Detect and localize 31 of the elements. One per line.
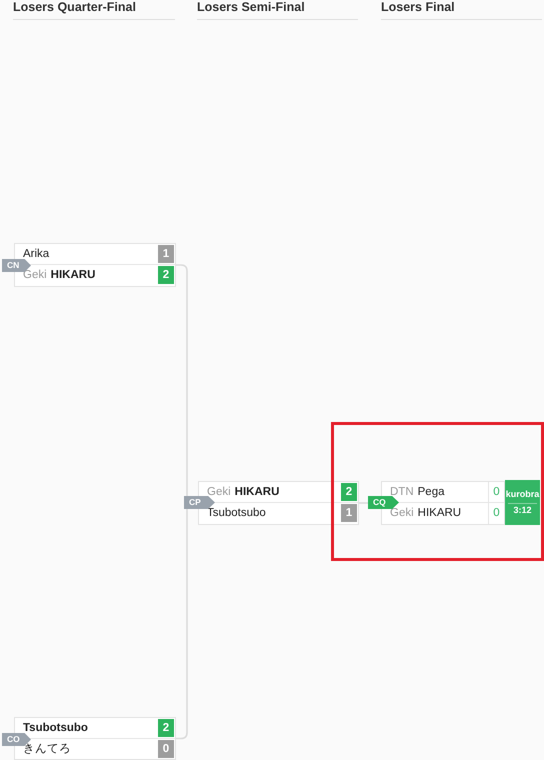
- player-name: きんてろ: [23, 743, 71, 755]
- score-cell: 2: [341, 483, 357, 501]
- match-tag: CQ: [368, 496, 399, 509]
- match-tag: CP: [184, 496, 215, 509]
- score: 0: [488, 482, 504, 502]
- highlight-frame: [331, 422, 544, 561]
- team-name: Geki: [390, 507, 414, 519]
- team-name: DTN: [390, 486, 414, 498]
- player-name: Tsubotsubo: [207, 507, 266, 519]
- player-name: Arika: [23, 248, 50, 260]
- score: 0: [488, 503, 504, 524]
- score-cell: 1: [341, 504, 357, 522]
- player-name: Pega: [418, 486, 444, 498]
- bracket-line: [176, 509, 188, 740]
- team-name: Geki: [207, 486, 231, 498]
- player-name: HIKARU: [234, 486, 280, 498]
- score-cell: 1: [158, 245, 174, 263]
- player-name: HIKARU: [418, 507, 462, 519]
- bracket-line: [176, 264, 188, 496]
- player-name: Tsubotsubo: [23, 722, 88, 734]
- stream-time: 3:12: [508, 503, 536, 517]
- column-heading: Losers Semi-Final: [197, 0, 305, 15]
- column-heading: Losers Quarter-Final: [13, 0, 136, 15]
- score-cell: 2: [158, 266, 174, 284]
- player-name: HIKARU: [50, 269, 96, 281]
- score-cell: 0: [158, 740, 174, 758]
- channel-name: kurobra: [506, 488, 540, 501]
- team-name: Geki: [23, 269, 47, 281]
- column-heading: Losers Final: [381, 0, 455, 15]
- stream-badge: [505, 480, 540, 525]
- score-cell: 2: [158, 719, 174, 737]
